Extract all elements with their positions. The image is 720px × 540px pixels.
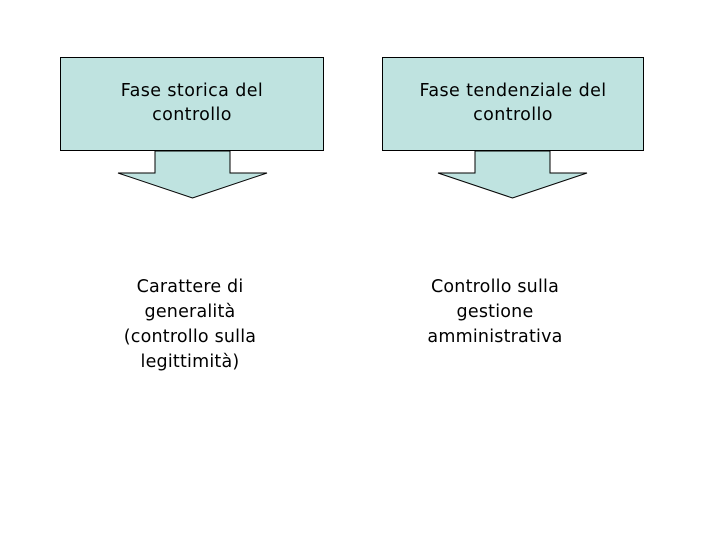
- phase-box-trend-label: Fase tendenziale del controllo: [419, 81, 607, 125]
- phase-box-trend: Fase tendenziale del controllo: [382, 57, 644, 151]
- down-arrow-icon: [437, 151, 588, 199]
- phase-box-historical: Fase storica del controllo: [60, 57, 324, 151]
- down-arrow-icon: [117, 151, 268, 199]
- down-arrow-right: [435, 151, 590, 199]
- phase-box-historical-label: Fase storica del controllo: [120, 81, 264, 125]
- phase-caption-historical: Carattere di generalità (controllo sulla…: [123, 277, 257, 372]
- diagram-column-right: Fase tendenziale del controllo Controllo…: [345, 0, 645, 540]
- down-arrow-left: [115, 151, 270, 199]
- diagram-column-left: Fase storica del controllo Carattere di …: [40, 0, 340, 540]
- phase-caption-trend: Controllo sulla gestione amministrativa: [427, 277, 563, 347]
